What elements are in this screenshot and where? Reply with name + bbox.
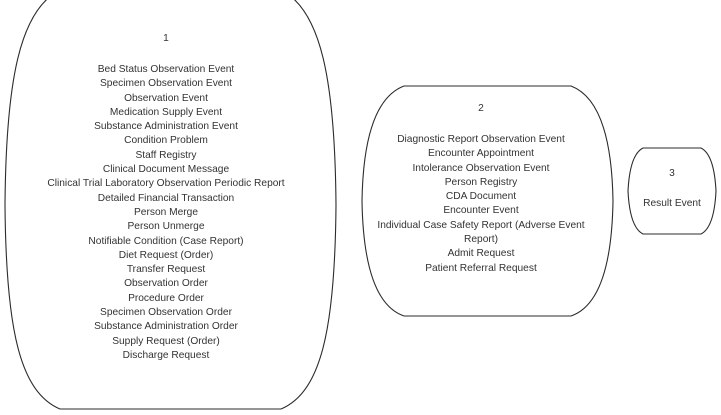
list-item: Procedure Order xyxy=(128,292,204,304)
group-1-label: 1 xyxy=(163,33,169,44)
list-item: CDA Document xyxy=(445,191,517,203)
list-item: Staff Registry xyxy=(135,149,197,161)
group-1: 1 Bed Status Observation Event Specimen … xyxy=(16,33,316,363)
list-item: Observation Order xyxy=(124,278,208,290)
group-1-shape xyxy=(5,0,336,409)
list-item: Encounter Event xyxy=(443,205,519,217)
group-3-label: 3 xyxy=(669,168,675,179)
list-item: Intolerance Observation Event xyxy=(412,162,550,174)
group-1-items: Bed Status Observation Event Specimen Ob… xyxy=(16,63,316,363)
list-item: Bed Status Observation Event xyxy=(97,64,235,75)
list-item: Encounter Appointment xyxy=(428,148,534,160)
list-item: Medication Supply Event xyxy=(109,106,223,118)
group-3-items: Result Event xyxy=(628,197,716,211)
list-item: Diet Request (Order) xyxy=(118,249,214,261)
list-item: Result Event xyxy=(643,198,701,209)
list-item: Condition Problem xyxy=(124,135,208,147)
list-item: Discharge Request xyxy=(122,349,210,361)
list-item: Person Unmerge xyxy=(127,221,205,233)
list-item: Observation Event xyxy=(124,92,208,104)
list-item: Patient Referral Request xyxy=(425,262,537,274)
list-item: Individual Case Safety Report (Adverse E… xyxy=(377,219,585,246)
list-item: Diagnostic Report Observation Event xyxy=(397,134,565,145)
group-2-items: Diagnostic Report Observation Event Enco… xyxy=(366,133,596,276)
group-2-shape xyxy=(362,86,613,316)
list-item: Specimen Observation Event xyxy=(100,78,232,90)
group-2: 2 Diagnostic Report Observation Event En… xyxy=(366,103,596,276)
list-item: Supply Request (Order) xyxy=(112,335,220,347)
list-item: Admit Request xyxy=(447,248,515,260)
group-2-label: 2 xyxy=(478,103,484,114)
list-item: Person Registry xyxy=(444,176,518,188)
list-item: Specimen Observation Order xyxy=(100,307,232,319)
list-item: Substance Administration Event xyxy=(94,121,238,133)
list-item: Clinical Trial Laboratory Observation Pe… xyxy=(47,178,285,190)
group-3-shape xyxy=(628,148,716,234)
list-item: Clinical Document Message xyxy=(102,164,230,176)
list-item: Notifiable Condition (Case Report) xyxy=(88,235,244,247)
list-item: Person Merge xyxy=(134,206,198,218)
list-item: Substance Administration Order xyxy=(94,321,238,333)
list-item: Detailed Financial Transaction xyxy=(97,192,235,204)
list-item: Transfer Request xyxy=(126,264,206,276)
group-3: 3 Result Event xyxy=(628,168,716,211)
